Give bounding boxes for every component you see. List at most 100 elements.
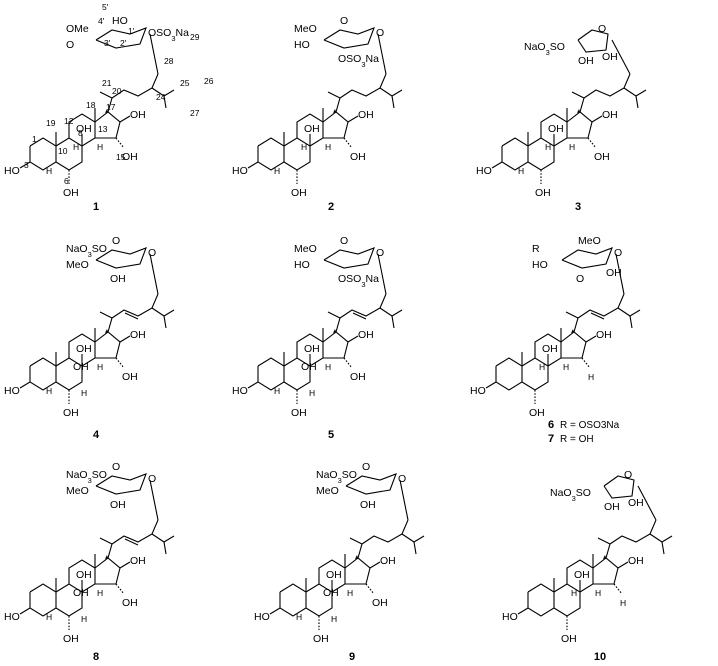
substituent-label: OH: [63, 633, 79, 645]
ring-b: [55, 357, 83, 391]
sugar-label: NaO3SO: [550, 487, 591, 503]
hydrogen-label: H: [325, 142, 331, 152]
hydrogen-label: H: [539, 362, 545, 372]
atom-number: 3: [24, 160, 29, 170]
substituent-label: OH: [372, 597, 388, 609]
sugar-label: HO: [294, 39, 310, 51]
sugar-label: OH: [578, 55, 594, 67]
c3-oh-bond: [19, 381, 31, 389]
isopropyl-methyl: [163, 89, 175, 97]
isopropyl-branch: [623, 87, 637, 97]
hydrogen-label: H: [301, 142, 307, 152]
substituent-label: OH: [358, 109, 374, 121]
compound-label: 5: [328, 429, 334, 441]
sugar-label: O: [614, 247, 622, 259]
side-chain: [107, 519, 159, 559]
c3-oh-bond: [247, 381, 259, 389]
isopropyl-branch: [379, 87, 393, 97]
substituent-label: OH: [130, 555, 146, 567]
substituent-label: OH: [574, 569, 590, 581]
methyl-21: [99, 311, 113, 319]
ring-b: [305, 583, 333, 617]
substituent-label: HO: [4, 385, 20, 397]
glycosidic-link: [149, 33, 159, 75]
c16-oh-bond: [591, 115, 603, 123]
side-chain: [357, 519, 409, 559]
stereo-wedge: [355, 555, 358, 559]
glycosidic-link: [637, 485, 657, 521]
ring-d: [344, 557, 371, 585]
atom-number: 5': [102, 2, 109, 12]
atom-number: 6: [64, 176, 69, 186]
ring-d: [592, 557, 619, 585]
ring-c: [68, 333, 96, 367]
sugar-label: MeO: [294, 243, 317, 255]
c3-oh-bond: [247, 161, 259, 169]
ring-d: [322, 111, 349, 139]
hydrogen-label: H: [588, 372, 594, 382]
methyl-21: [565, 311, 579, 319]
atom-number: 15: [116, 152, 126, 162]
sugar-label: O: [576, 273, 584, 285]
atom-number: 4': [98, 16, 105, 26]
hydrogen-label: H: [274, 386, 280, 396]
atom-number: 8: [78, 128, 83, 138]
glycosidic-link: [377, 253, 387, 295]
furanose-ring: [603, 475, 635, 499]
isopropyl-methyl: [163, 315, 167, 329]
ring-c: [296, 113, 324, 147]
glycosidic-link: [149, 479, 159, 521]
substituent-label: OH: [628, 555, 644, 567]
c15-oh-bond: [613, 583, 623, 595]
stereo-wedge: [577, 109, 580, 113]
c16-oh-bond: [119, 115, 131, 123]
isopropyl-methyl: [635, 95, 639, 109]
substituent-label: HO: [502, 611, 518, 623]
methyl-21: [99, 537, 113, 545]
ring-a: [495, 357, 523, 391]
sugar-label: NaO3SO: [66, 243, 107, 259]
atom-number: 28: [164, 56, 174, 66]
atom-number: 13: [98, 124, 108, 134]
sugar-label: O: [376, 27, 384, 39]
sugar-label: O: [112, 461, 120, 473]
isopropyl-branch: [379, 307, 393, 317]
substituent-label: OH: [358, 329, 374, 341]
substituent-label: HO: [470, 385, 486, 397]
substituent-label: OH: [548, 123, 564, 135]
hydrogen-label: H: [595, 588, 601, 598]
substituent-label: OH: [326, 569, 342, 581]
substituent-label: OH: [323, 587, 339, 599]
ring-c: [296, 333, 324, 367]
atom-number: 17: [106, 102, 116, 112]
substituent-label: OH: [76, 569, 92, 581]
hydrogen-label: H: [46, 386, 52, 396]
side-chain: [107, 73, 159, 113]
r-group-note: R = OSO3Na: [560, 420, 620, 431]
sugar-label: O: [66, 39, 74, 51]
hydrogen-label: H: [274, 166, 280, 176]
ring-b: [553, 583, 581, 617]
sugar-label: O: [340, 15, 348, 27]
double-bond: [124, 312, 139, 320]
stereo-wedge: [105, 329, 108, 333]
isopropyl-methyl: [661, 535, 673, 543]
isopropyl-branch: [151, 533, 165, 543]
atom-number: 21: [102, 78, 112, 88]
side-chain: [605, 519, 657, 559]
methyl-21: [99, 91, 113, 99]
hydrogen-label: H: [97, 142, 103, 152]
sugar-label: MeO: [66, 485, 89, 497]
atom-number: 19: [46, 118, 56, 128]
sugar-label: NaO3SO: [66, 469, 107, 485]
pyranose-ring: [323, 247, 375, 269]
substituent-label: OH: [304, 343, 320, 355]
compound-label: 4: [93, 429, 100, 441]
isopropyl-methyl: [413, 535, 425, 543]
isopropyl-methyl: [413, 541, 417, 555]
side-chain: [335, 293, 387, 333]
c15-oh-bond: [343, 137, 353, 149]
